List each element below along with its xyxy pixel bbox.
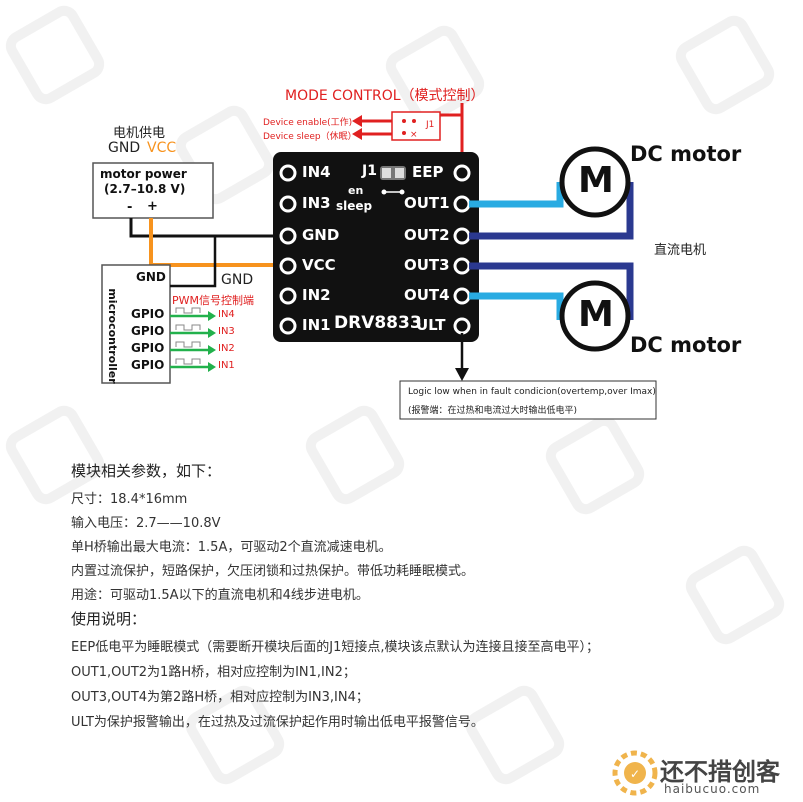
pin-out4: OUT4 [404, 286, 450, 304]
drv8833-board [273, 152, 479, 342]
device-enable-label: Device enable(工作) [263, 118, 353, 128]
gpio-4: GPIO [131, 358, 165, 372]
fault-line-1: Logic low when in fault condicion(overte… [408, 387, 656, 397]
instr-eep: EEP低电平为睡眠模式（需要断开模块后面的J1短接点,模块该点默认为连接且接至高… [71, 640, 600, 655]
fault-line-2: (报警端：在过热和电流过大时输出低电平) [408, 406, 578, 416]
pin-eep: EEP [412, 163, 444, 181]
pin-out1: OUT1 [404, 194, 450, 212]
microcontroller-box [101, 264, 171, 384]
power-gnd-label: GND [108, 140, 141, 156]
motor-power-range: (2.7–10.8 V) [104, 182, 186, 196]
param-voltage: 输入电压：2.7——10.8V [71, 516, 221, 531]
gpio-2: GPIO [131, 324, 165, 338]
signal-in4: IN4 [218, 309, 235, 320]
device-sleep-label: Device sleep（休眠） [263, 132, 357, 142]
pwm-arrows [170, 311, 216, 372]
jumper-label: J1 [426, 120, 435, 130]
gear-logo-icon: ✓ [612, 750, 658, 796]
mcu-gnd-ext-label: GND [221, 272, 254, 288]
signal-in2: IN2 [218, 343, 235, 354]
instr-ult: ULT为保护报警输出，在过热及过流保护起作用时输出低电平报警信号。 [71, 715, 484, 730]
signal-in1: IN1 [218, 360, 235, 371]
motor-supply-label: 电机供电 [113, 126, 166, 141]
param-current: 单H桥输出最大电流：1.5A，可驱动2个直流减速电机。 [71, 540, 392, 555]
board-en-label: en [348, 184, 364, 197]
motor-power-box [92, 162, 214, 219]
mcu-vertical-label: microcontroller [106, 288, 120, 384]
param-usage: 用途：可驱动1.5A以下的直流电机和4线步进电机。 [71, 588, 369, 603]
motor-top [559, 146, 631, 218]
out3-wire [469, 262, 634, 320]
motor-top-glyph: M [578, 160, 614, 201]
pin-in1: IN1 [302, 316, 331, 334]
signal-in3: IN3 [218, 326, 235, 337]
out2-wire [469, 182, 634, 240]
gpio-1: GPIO [131, 307, 165, 321]
board-name: DRV8833 [334, 313, 422, 333]
pin-out2: OUT2 [404, 226, 450, 244]
param-protection: 内置过流保护，短路保护，欠压闭锁和过热保护。带低功耗睡眠模式。 [71, 564, 475, 579]
left-pin-pads [279, 164, 297, 335]
out1-wire [469, 182, 564, 208]
pwm-label: PWM信号控制端 [172, 294, 255, 307]
dc-motor-bottom-label: DC motor [630, 333, 742, 357]
motor-power-title: motor power [100, 167, 187, 181]
power-plus: + [147, 199, 158, 214]
out4-wire [469, 292, 564, 320]
pin-in4: IN4 [302, 163, 331, 181]
power-vcc-label: VCC [147, 140, 177, 156]
pin-in2: IN2 [302, 286, 331, 304]
pin-gnd: GND [302, 226, 340, 244]
pin-out3: OUT3 [404, 256, 450, 274]
instr-out12: OUT1,OUT2为1路H桥，相对应控制为IN1,IN2； [71, 665, 356, 680]
mcu-gnd-label: GND [136, 270, 166, 284]
svg-text:✓: ✓ [630, 767, 640, 781]
instructions-heading: 使用说明： [71, 610, 147, 628]
motor-bottom-glyph: M [578, 294, 614, 335]
gpio-3: GPIO [131, 341, 165, 355]
param-size: 尺寸：18.4*16mm [71, 492, 188, 507]
dc-motor-cn-label: 直流电机 [654, 243, 707, 258]
power-minus: - [127, 200, 133, 215]
board-j1-label: J1 [362, 163, 377, 179]
fault-box [399, 380, 657, 420]
instr-out34: OUT3,OUT4为第2路H桥，相对应控制为IN3,IN4； [71, 690, 369, 705]
pwm-waveforms [175, 307, 201, 365]
logo-cn: 还不措创客 [660, 758, 780, 786]
pin-ult: ULT [416, 316, 446, 334]
svg-text:×: × [410, 130, 418, 140]
board-sleep-label: sleep [336, 199, 373, 213]
motor-bottom [559, 280, 631, 352]
watermark [5, 5, 785, 785]
params-heading: 模块相关参数，如下： [71, 462, 222, 480]
mode-control-title: MODE CONTROL（模式控制） [285, 88, 485, 104]
dc-motor-top-label: DC motor [630, 142, 742, 166]
pin-vcc: VCC [302, 256, 336, 274]
logo-url: haibucuo.com [664, 782, 761, 796]
pin-in3: IN3 [302, 194, 331, 212]
jumper-box [391, 111, 441, 141]
